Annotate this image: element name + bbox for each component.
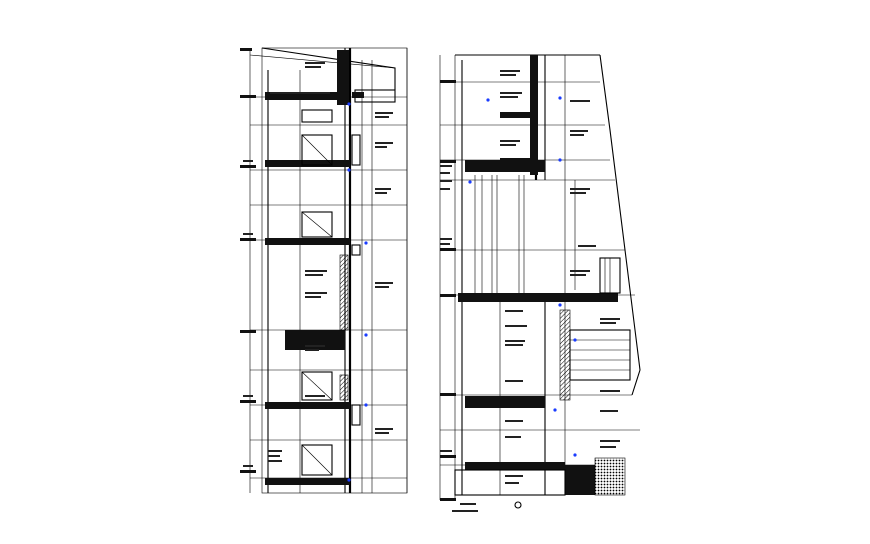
section-symbol xyxy=(514,501,522,509)
facade-section-right xyxy=(439,54,641,512)
right-detail-markers xyxy=(468,96,577,457)
left-detail-markers xyxy=(347,102,368,482)
left-annotation-notes xyxy=(243,62,393,467)
left-windows xyxy=(301,109,333,476)
right-floor-slabs xyxy=(458,55,618,470)
left-floor-slabs xyxy=(265,50,350,485)
left-level-markers xyxy=(240,48,256,473)
facade-section-left xyxy=(240,47,408,494)
right-annotation-notes xyxy=(440,70,620,512)
right-level-markers xyxy=(440,80,456,501)
